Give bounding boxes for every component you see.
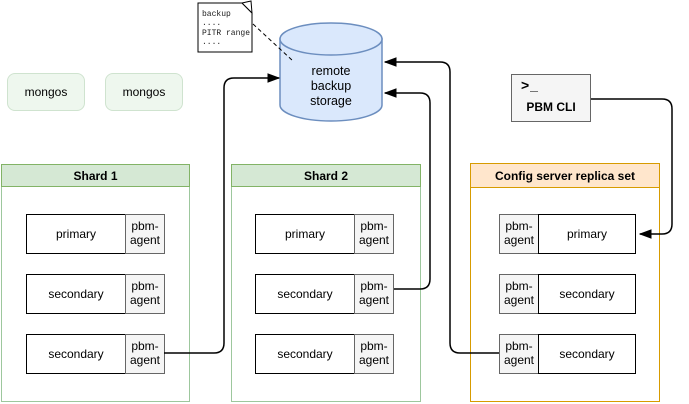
shard1-row-secondary-1: secondary pbm-agent — [26, 274, 165, 314]
shard2-row-primary: primary pbm-agent — [255, 214, 394, 254]
remote-backup-storage-cylinder: remote backup storage — [279, 22, 383, 122]
note-line: .... — [202, 19, 221, 28]
pbm-agent-badge: pbm-agent — [499, 274, 539, 314]
primary-node: primary — [538, 214, 636, 254]
secondary-node: secondary — [26, 334, 126, 374]
storage-label-line: storage — [310, 94, 352, 108]
shard1-panel: Shard 1 primary pbm-agent secondary pbm-… — [1, 164, 190, 402]
config-server-panel: Config server replica set pbm-agent prim… — [470, 163, 660, 402]
pbm-agent-badge: pbm-agent — [125, 274, 165, 314]
mongos-box-2: mongos — [105, 73, 183, 111]
pbm-agent-badge: pbm-agent — [499, 214, 539, 254]
shard2-header: Shard 2 — [231, 164, 421, 187]
pbm-agent-badge: pbm-agent — [354, 214, 394, 254]
shard2-panel: Shard 2 primary pbm-agent secondary pbm-… — [231, 164, 421, 402]
note-line: backup — [202, 10, 231, 19]
mongos-label: mongos — [122, 85, 166, 99]
storage-label-line: remote — [312, 64, 351, 78]
note-to-storage-dashed-link — [252, 23, 294, 62]
note-page — [197, 2, 253, 53]
cylinder-body — [279, 38, 383, 122]
secondary-node: secondary — [255, 274, 355, 314]
shard1-header: Shard 1 — [1, 164, 190, 187]
backup-note: backup .... PITR range .... — [197, 0, 294, 62]
primary-node: primary — [26, 214, 126, 254]
shard1-row-secondary-2: secondary pbm-agent — [26, 334, 165, 374]
note-folded-corner-icon — [241, 0, 253, 15]
pbm-cli-label: PBM CLI — [526, 100, 576, 114]
secondary-node: secondary — [26, 274, 126, 314]
config-row-primary: pbm-agent primary — [499, 214, 636, 254]
secondary-node: secondary — [255, 334, 355, 374]
storage-label-line: backup — [311, 79, 351, 93]
pbm-agent-badge: pbm-agent — [125, 334, 165, 374]
terminal-prompt-icon: >_ — [521, 77, 539, 93]
pbm-agent-badge: pbm-agent — [354, 274, 394, 314]
shard2-row-secondary-2: secondary pbm-agent — [255, 334, 394, 374]
pbm-cli-box: >_ PBM CLI — [511, 74, 591, 122]
primary-node: primary — [255, 214, 355, 254]
secondary-node: secondary — [538, 274, 636, 314]
secondary-node: secondary — [538, 334, 636, 374]
mongos-box-1: mongos — [7, 73, 85, 111]
pbm-agent-badge: pbm-agent — [125, 214, 165, 254]
note-line: PITR range — [202, 29, 250, 38]
pbm-agent-badge: pbm-agent — [354, 334, 394, 374]
cylinder-top — [279, 22, 383, 56]
pbm-agent-badge: pbm-agent — [499, 334, 539, 374]
shard1-title: Shard 1 — [73, 168, 118, 183]
config-row-secondary-2: pbm-agent secondary — [499, 334, 636, 374]
note-line: .... — [202, 38, 221, 47]
config-server-title: Config server replica set — [494, 168, 636, 183]
mongos-label: mongos — [24, 85, 68, 99]
shard1-row-primary: primary pbm-agent — [26, 214, 165, 254]
config-server-header: Config server replica set — [470, 163, 660, 188]
shard2-title: Shard 2 — [303, 168, 348, 183]
shard2-row-secondary-1: secondary pbm-agent — [255, 274, 394, 314]
config-row-secondary-1: pbm-agent secondary — [499, 274, 636, 314]
